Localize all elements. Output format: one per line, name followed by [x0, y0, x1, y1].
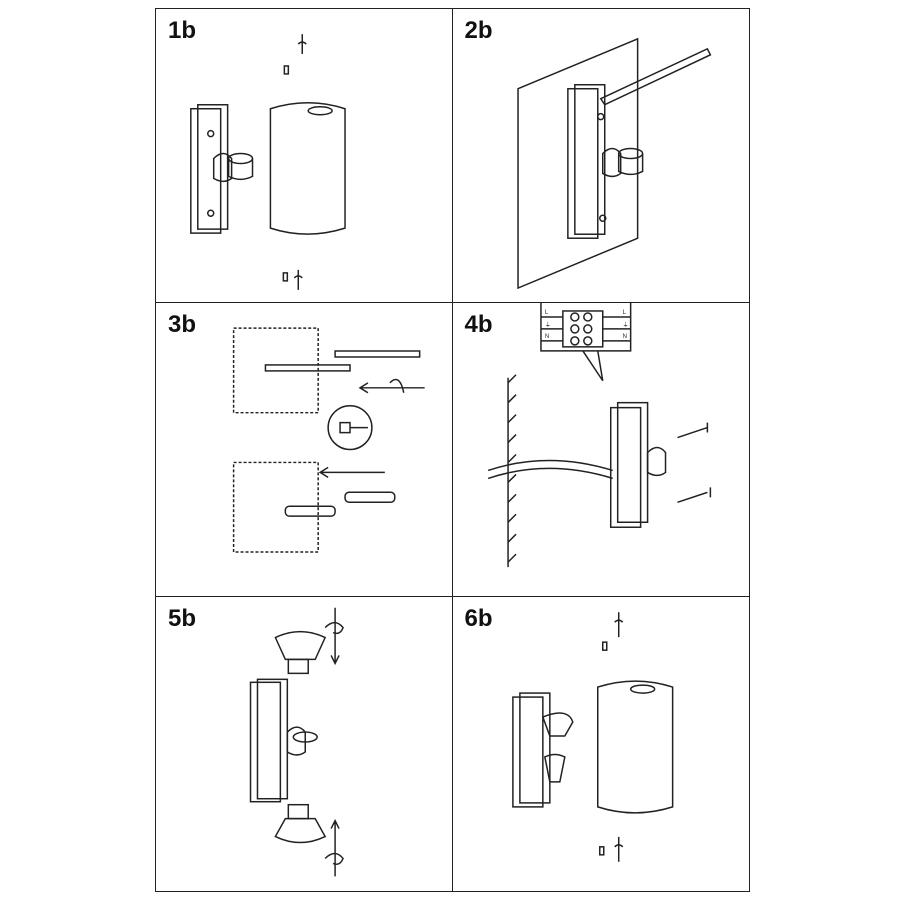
step-2b-panel: 2b: [452, 9, 749, 303]
step-1b-panel: 1b: [156, 9, 453, 303]
instruction-grid: 1b 2b 3b: [155, 8, 750, 892]
terminal-label: ⏚: [544, 322, 550, 329]
terminal-label: N: [544, 334, 548, 340]
housing-assembly-illustration: [511, 612, 673, 862]
step-label: 3b: [168, 311, 197, 338]
terminal-label: ⏚: [622, 322, 628, 329]
terminal-label: L: [622, 310, 626, 316]
step-4b-panel: 4b L ⏚ N L ⏚ N: [452, 303, 749, 597]
terminal-label: N: [622, 334, 626, 340]
step-label: 1b: [168, 17, 197, 44]
terminal-label: L: [544, 310, 548, 316]
bulb-installation-illustration: [249, 607, 344, 877]
step-label: 4b: [464, 311, 493, 338]
mounting-bracket-and-housing-illustration: [190, 34, 346, 290]
step-label: 6b: [464, 605, 493, 632]
step-5b-panel: 5b: [156, 597, 453, 891]
step-3b-panel: 3b: [156, 303, 453, 597]
drilling-and-wall-plugs-illustration: [232, 327, 425, 553]
step-label: 5b: [168, 605, 197, 632]
step-6b-panel: 6b: [453, 597, 750, 891]
wiring-and-mounting-illustration: L ⏚ N L ⏚ N: [487, 303, 711, 568]
marking-drill-holes-illustration: [516, 37, 711, 290]
step-label: 2b: [464, 17, 493, 44]
